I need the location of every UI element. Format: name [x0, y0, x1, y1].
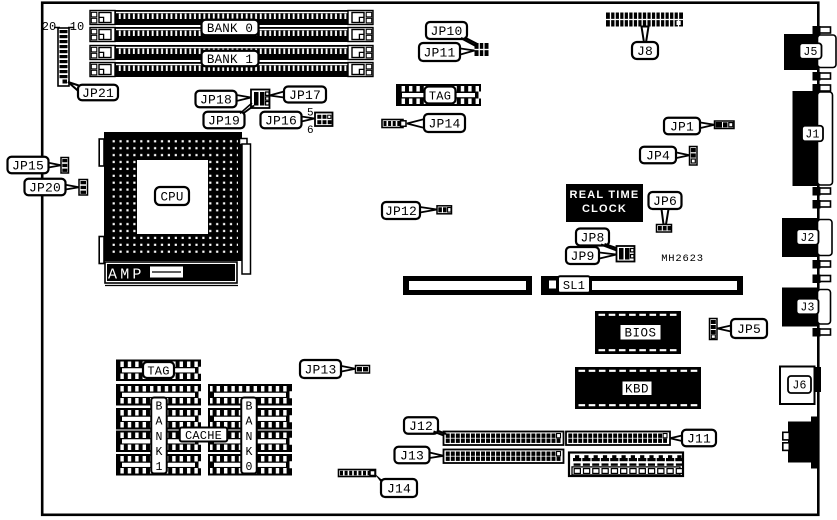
- svg-text:KBD: KBD: [625, 383, 649, 397]
- svg-text:TAG: TAG: [147, 364, 169, 378]
- svg-text:CPU: CPU: [160, 191, 183, 205]
- svg-text:J6: J6: [792, 380, 806, 393]
- svg-text:BIOS: BIOS: [624, 327, 656, 341]
- svg-text:SL1: SL1: [563, 279, 585, 293]
- svg-text:N: N: [156, 431, 163, 444]
- svg-text:J8: J8: [637, 44, 653, 59]
- svg-text:CLOCK: CLOCK: [582, 203, 627, 215]
- svg-text:J13: J13: [400, 449, 424, 464]
- svg-text:JP4: JP4: [646, 149, 670, 164]
- svg-text:JP20: JP20: [29, 181, 61, 196]
- svg-text:JP10: JP10: [430, 24, 462, 39]
- svg-text:J14: J14: [387, 482, 411, 497]
- svg-text:JP14: JP14: [428, 117, 460, 132]
- svg-text:20: 20: [42, 20, 56, 34]
- svg-text:JP5: JP5: [737, 322, 761, 337]
- svg-text:1: 1: [156, 461, 163, 474]
- svg-text:B: B: [156, 400, 163, 413]
- svg-text:JP11: JP11: [423, 46, 455, 61]
- svg-text:K: K: [156, 446, 163, 459]
- svg-text:BANK 0: BANK 0: [207, 22, 253, 36]
- svg-text:AMP: AMP: [108, 267, 145, 284]
- svg-text:J1: J1: [805, 129, 819, 142]
- svg-text:J11: J11: [687, 432, 711, 447]
- svg-text:K: K: [246, 446, 253, 459]
- svg-text:10: 10: [70, 20, 84, 34]
- svg-text:J3: J3: [800, 302, 814, 315]
- svg-text:A: A: [246, 416, 253, 429]
- svg-text:JP8: JP8: [580, 231, 604, 246]
- svg-text:JP16: JP16: [265, 114, 297, 129]
- svg-text:A: A: [156, 416, 163, 429]
- svg-text:JP18: JP18: [200, 93, 232, 108]
- svg-text:JP19: JP19: [208, 114, 240, 129]
- svg-text:CACHE: CACHE: [185, 429, 222, 443]
- svg-text:J5: J5: [803, 46, 817, 59]
- svg-text:J2: J2: [800, 232, 814, 245]
- svg-text:REAL TIME: REAL TIME: [570, 189, 640, 201]
- svg-text:JP21: JP21: [82, 86, 114, 101]
- svg-text:TAG: TAG: [429, 89, 451, 103]
- svg-text:MH2623: MH2623: [661, 253, 704, 265]
- svg-text:JP9: JP9: [570, 249, 594, 264]
- svg-text:JP12: JP12: [385, 204, 417, 219]
- svg-text:5: 5: [307, 108, 314, 120]
- svg-text:JP13: JP13: [304, 363, 336, 378]
- svg-text:JP17: JP17: [289, 88, 321, 103]
- svg-text:N: N: [246, 431, 253, 444]
- svg-text:6: 6: [307, 125, 314, 137]
- svg-text:JP15: JP15: [12, 159, 44, 174]
- svg-text:0: 0: [246, 461, 253, 474]
- svg-text:JP1: JP1: [670, 120, 694, 135]
- svg-text:J12: J12: [409, 419, 433, 434]
- svg-text:JP6: JP6: [653, 194, 677, 209]
- svg-text:BANK 1: BANK 1: [207, 53, 253, 67]
- svg-text:B: B: [246, 400, 253, 413]
